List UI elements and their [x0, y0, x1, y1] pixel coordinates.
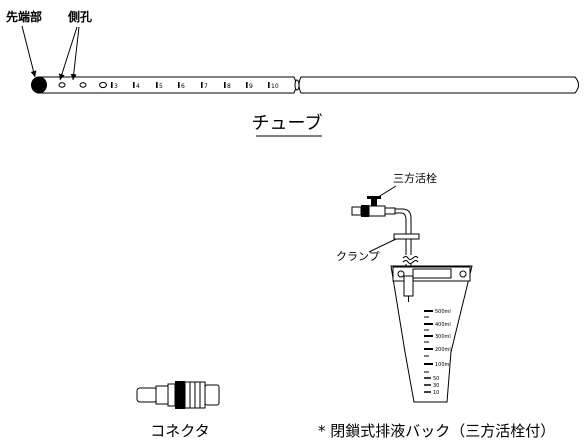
side-hole-arrow	[70, 26, 80, 81]
depth-mark-label: 3	[114, 83, 118, 90]
tubing-break-mark	[402, 260, 419, 264]
tip-label: 先端部	[6, 9, 42, 24]
stopcock-lever	[371, 198, 377, 206]
drainage-bag-drawing: 三方活栓 クランプ	[336, 171, 473, 403]
tubing-break-mark	[402, 256, 419, 260]
depth-mark-bar	[133, 82, 135, 88]
depth-mark-bar	[246, 82, 248, 88]
connector-caption: コネクタ	[150, 422, 209, 440]
bag-hanger-slot	[412, 268, 452, 279]
tube-segment-right	[298, 76, 579, 94]
bag-caption: * 閉鎖式排液バック（三方活栓付）	[318, 422, 555, 440]
depth-mark-bar	[224, 82, 226, 88]
depth-mark-bar	[201, 82, 203, 88]
depth-mark-bar	[111, 82, 113, 88]
depth-mark-label: 4	[136, 83, 140, 90]
depth-mark-bar	[156, 82, 158, 88]
depth-mark-label: 8	[227, 83, 231, 90]
tube-break-mark	[294, 79, 300, 91]
stopcock-body	[368, 205, 386, 217]
depth-mark-bar	[178, 82, 180, 88]
tube-depth-marks: 3 4 5 6 7 8 9 10	[111, 82, 279, 90]
tube-segment-left	[37, 76, 297, 94]
tube-drawing: 3 4 5 6 7 8 9 10	[31, 76, 579, 94]
bag-drip-chamber	[403, 275, 414, 297]
tube-caption: チューブ	[252, 112, 323, 134]
side-hole-arrow	[58, 26, 78, 81]
graduation-label: 100ml	[435, 362, 451, 368]
tip-arrow	[21, 25, 37, 78]
graduation-label: 50	[433, 376, 439, 382]
graduation-label: 30	[433, 383, 439, 389]
stopcock-port-left	[351, 206, 362, 216]
clamp-label: クランプ	[336, 250, 380, 263]
connector-collar	[167, 383, 176, 407]
connector-ring	[175, 381, 185, 409]
tube-tip	[31, 76, 47, 94]
bag-tubing	[395, 212, 407, 255]
depth-mark-label: 6	[181, 83, 185, 90]
connector-drawing	[136, 381, 220, 409]
graduation-label: 200ml	[435, 347, 451, 353]
bag-graduation-scale: 500ml 400ml 300ml 200ml 100ml 50 30 10	[424, 309, 451, 396]
graduation-label: 10	[433, 390, 439, 396]
depth-mark-label: 10	[271, 83, 279, 90]
depth-mark-label: 5	[159, 83, 163, 90]
side-holes-label: 側孔	[67, 9, 92, 24]
drainage-bag	[390, 265, 473, 403]
depth-mark-label: 9	[249, 83, 253, 90]
stopcock-lever-top	[367, 196, 381, 199]
stopcock-label: 三方活栓	[393, 171, 437, 185]
clamp	[393, 233, 420, 240]
stopcock-port-collar	[361, 205, 369, 217]
side-hole	[58, 82, 66, 88]
connector-tip	[136, 387, 158, 403]
connector-end	[204, 384, 220, 406]
stopcock-port-right	[384, 207, 396, 215]
stopcock	[351, 196, 396, 217]
depth-mark-label: 7	[204, 83, 208, 90]
connector-stem	[155, 385, 169, 405]
clamp-leader-line	[368, 238, 397, 253]
depth-mark-bar	[268, 82, 270, 88]
bag-tubing	[395, 208, 412, 255]
bag-hanger-hole	[397, 270, 405, 278]
side-hole	[79, 82, 87, 88]
bag-hanger-hole	[459, 270, 467, 278]
graduation-label: 500ml	[435, 309, 451, 315]
side-hole	[99, 81, 107, 89]
graduation-label: 300ml	[435, 334, 451, 340]
graduation-label: 400ml	[435, 322, 451, 328]
